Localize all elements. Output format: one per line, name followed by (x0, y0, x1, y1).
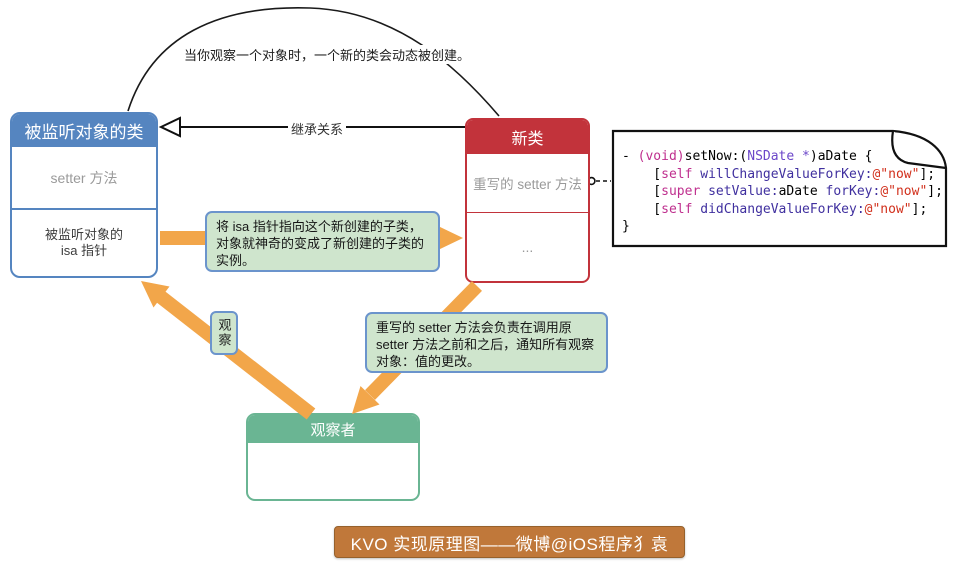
inheritance-arrowhead-icon (158, 116, 181, 138)
isa-arrowhead-icon (438, 226, 463, 250)
dynamic-creation-note: 当你观察一个对象时，一个新的类会动态被创建。 (181, 45, 474, 64)
observe-label: 观察 (210, 311, 238, 355)
isa-pointer-row: 被监听对象的 isa 指针 (12, 208, 156, 276)
code-note: - (void)setNow:(NSDate *)aDate { [self w… (622, 148, 943, 236)
observed-class-title: 被监听对象的类 (12, 114, 156, 147)
observer-title: 观察者 (248, 415, 418, 443)
setter-method-row: setter 方法 (50, 169, 118, 186)
isa-annotation: 将 isa 指针指向这个新创建的子类，对象就神奇的变成了新创建的子类的实例。 (205, 211, 440, 272)
new-class-box: 新类 重写的 setter 方法 ... (465, 118, 590, 283)
isa-pointer-line1: 被监听对象的 (44, 227, 123, 243)
paper-fold-icon (891, 130, 947, 170)
new-class-title: 新类 (467, 120, 588, 154)
observed-class-box: 被监听对象的类 setter 方法 被监听对象的 isa 指针 (10, 112, 158, 278)
isa-pointer-line2: isa 指针 (60, 243, 108, 259)
observe-arrowhead-icon (141, 281, 170, 308)
overridden-setter-row: 重写的 setter 方法 (473, 176, 582, 192)
code-note-paper (611, 129, 948, 248)
setter-annotation: 重写的 setter 方法会负责在调用原 setter 方法之前和之后，通知所有… (365, 312, 608, 373)
observer-box: 观察者 (246, 413, 420, 501)
code-block: - (void)setNow:(NSDate *)aDate { [self w… (622, 149, 943, 234)
dynamic-creation-connector (127, 7, 500, 117)
title-bar: KVO 实现原理图——微博@iOS程序犭袁 (334, 526, 685, 558)
notify-arrowhead-icon (352, 386, 380, 414)
inheritance-label: 继承关系 (288, 119, 347, 138)
ellipsis-row: ... (467, 211, 588, 281)
observe-arrow-line (156, 291, 316, 420)
